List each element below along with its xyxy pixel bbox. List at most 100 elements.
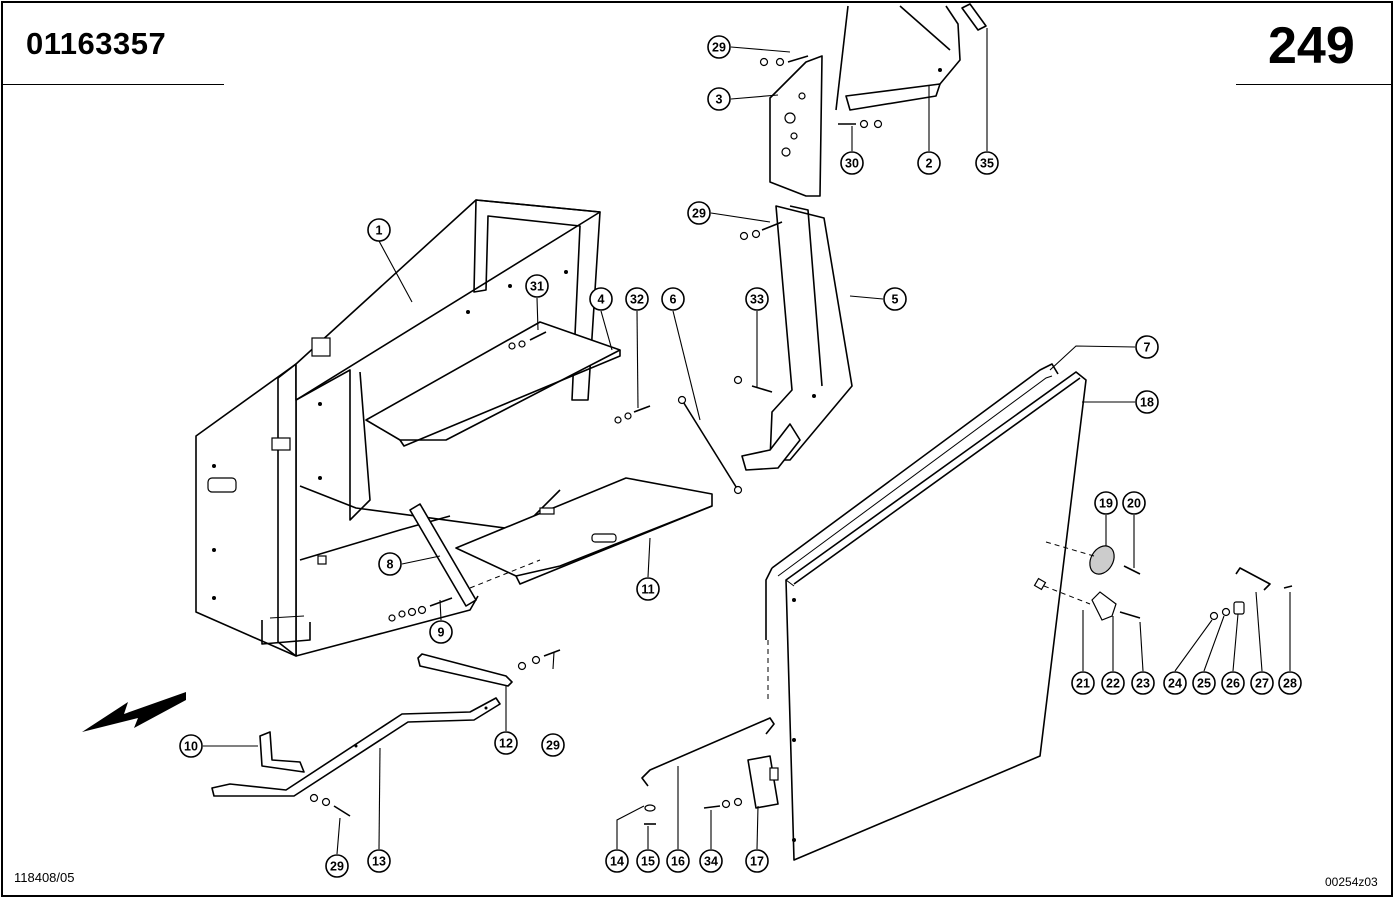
part-housing-frame [195, 199, 601, 657]
svg-text:31: 31 [530, 280, 544, 294]
svg-text:2: 2 [926, 157, 933, 171]
part-support-strut [409, 503, 541, 607]
direction-arrow-icon [82, 692, 186, 732]
part-upper-shelf [365, 321, 621, 447]
callout-7: 7 [1135, 335, 1159, 359]
callout-28: 28 [1278, 671, 1302, 695]
leader-lines [203, 28, 1291, 855]
callout-4: 4 [589, 287, 613, 311]
callout-23: 23 [1131, 671, 1155, 695]
svg-text:27: 27 [1255, 677, 1269, 691]
svg-text:29: 29 [712, 41, 726, 55]
footer-reference-left: 118408/05 [14, 870, 75, 885]
page-number: 249 [1268, 17, 1355, 75]
callout-1: 1 [367, 218, 391, 242]
callout-16: 16 [666, 849, 690, 873]
svg-text:34: 34 [704, 855, 718, 869]
svg-text:18: 18 [1140, 396, 1154, 410]
footer-reference-right: 00254z03 [1325, 875, 1378, 889]
callout-17: 17 [745, 849, 769, 873]
callout-13: 13 [367, 849, 391, 873]
part-side-plate [741, 205, 853, 471]
svg-text:30: 30 [845, 157, 859, 171]
part-small-strip [961, 3, 987, 31]
svg-text:29: 29 [546, 739, 560, 753]
svg-text:5: 5 [892, 293, 899, 307]
svg-text:8: 8 [387, 558, 394, 572]
part-bracket-plate [769, 55, 823, 197]
part-rod [677, 395, 743, 495]
svg-text:28: 28 [1283, 677, 1297, 691]
svg-text:11: 11 [641, 583, 654, 597]
svg-text:21: 21 [1076, 677, 1090, 691]
svg-text:26: 26 [1226, 677, 1240, 691]
callout-8: 8 [378, 552, 402, 576]
callout-27: 27 [1250, 671, 1274, 695]
callout-32: 32 [625, 287, 649, 311]
callout-29-right: 29 [541, 733, 565, 757]
callout-9: 9 [429, 620, 453, 644]
svg-text:19: 19 [1099, 497, 1113, 511]
svg-text:25: 25 [1197, 677, 1211, 691]
callout-21: 21 [1071, 671, 1095, 695]
svg-text:23: 23 [1136, 677, 1150, 691]
callout-19: 19 [1094, 491, 1118, 515]
part-mounting-bar [417, 653, 513, 687]
part-hinge-bracket [747, 755, 779, 809]
svg-text:4: 4 [598, 293, 605, 307]
svg-text:35: 35 [980, 157, 994, 171]
callout-12: 12 [494, 731, 518, 755]
callout-10: 10 [179, 734, 203, 758]
callout-26: 26 [1221, 671, 1245, 695]
callout-34: 34 [699, 849, 723, 873]
callout-33: 33 [745, 287, 769, 311]
header-rule-right [1236, 84, 1392, 85]
callout-20: 20 [1122, 491, 1146, 515]
callout-3: 3 [707, 87, 731, 111]
svg-text:29: 29 [692, 207, 706, 221]
hardware-items [309, 55, 1293, 825]
document-number: 01163357 [26, 26, 167, 61]
callout-29-top: 29 [707, 35, 731, 59]
callout-14: 14 [605, 849, 629, 873]
callout-15: 15 [636, 849, 660, 873]
svg-text:3: 3 [716, 93, 723, 107]
callout-35: 35 [975, 151, 999, 175]
svg-text:29: 29 [330, 860, 344, 874]
callout-29-bottom: 29 [325, 854, 349, 878]
svg-text:24: 24 [1168, 677, 1182, 691]
svg-text:13: 13 [372, 855, 386, 869]
callout-18: 18 [1135, 390, 1159, 414]
header-rule-left [2, 84, 224, 85]
part-bent-rod [641, 717, 775, 787]
callout-2: 2 [917, 151, 941, 175]
part-seal-strip [765, 363, 1059, 700]
part-door-panel [785, 371, 1087, 861]
svg-text:7: 7 [1144, 341, 1151, 355]
svg-text:22: 22 [1106, 677, 1120, 691]
callout-5: 5 [883, 287, 907, 311]
part-bent-rail [211, 697, 501, 797]
callout-29-middle: 29 [687, 201, 711, 225]
svg-text:1: 1 [376, 224, 383, 238]
svg-text:20: 20 [1127, 497, 1141, 511]
callout-6: 6 [661, 287, 685, 311]
part-lower-shelf [455, 477, 713, 585]
svg-text:9: 9 [438, 626, 445, 640]
callout-31: 31 [525, 274, 549, 298]
callout-30: 30 [840, 151, 864, 175]
svg-text:15: 15 [641, 855, 655, 869]
svg-text:32: 32 [630, 293, 644, 307]
callout-11: 11 [636, 577, 660, 601]
svg-text:17: 17 [750, 855, 764, 869]
part-upper-frame-member [835, 5, 961, 111]
callout-24: 24 [1163, 671, 1187, 695]
part-small-bracket [259, 731, 305, 773]
svg-text:14: 14 [610, 855, 624, 869]
callout-25: 25 [1192, 671, 1216, 695]
svg-text:12: 12 [499, 737, 513, 751]
svg-text:33: 33 [750, 293, 764, 307]
callout-22: 22 [1101, 671, 1125, 695]
svg-text:10: 10 [184, 740, 198, 754]
